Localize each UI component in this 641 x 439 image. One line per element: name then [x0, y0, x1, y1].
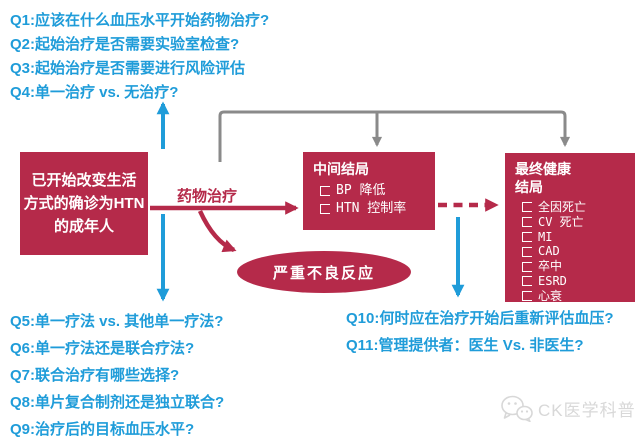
adverse-event-ellipse: 严重不良反应: [237, 251, 411, 293]
population-box-line1: 已开始改变生活: [31, 172, 137, 189]
outcome-item-label: HTN 控制率: [336, 201, 407, 216]
list-item: CV 死亡: [522, 215, 631, 230]
checkbox-icon: [320, 204, 330, 214]
list-item: BP 降低: [320, 182, 429, 200]
list-item: HTN 控制率: [320, 200, 429, 218]
outcome-item-label: CV 死亡: [538, 214, 584, 229]
outcome-item-label: 心衰: [538, 288, 563, 303]
final-outcomes-title-line1: 最终健康: [515, 161, 571, 177]
checkbox-icon: [522, 246, 532, 257]
checkbox-icon: [522, 202, 532, 213]
question-q9: Q9:治疗后的目标血压水平?: [10, 421, 195, 438]
final-health-outcomes-box: 最终健康 结局 全因死亡 CV 死亡 MI CAD 卒中: [505, 153, 635, 304]
list-item: ESRD: [522, 274, 631, 289]
final-outcomes-title: 最终健康 结局: [515, 160, 631, 196]
question-q7: Q7:联合治疗有哪些选择?: [10, 367, 180, 384]
list-item: 卒中: [522, 259, 631, 274]
population-box: 已开始改变生活 方式的确诊为HTN 的成年人: [20, 152, 148, 255]
checkbox-icon: [320, 186, 330, 196]
questions-bottom-right: Q10:何时应在治疗开始后重新评估血压? Q11:管理提供者：医生 Vs. 非医…: [346, 310, 614, 354]
final-outcomes-list: 全因死亡 CV 死亡 MI CAD 卒中 ESRD: [522, 200, 631, 304]
questions-bottom-left: Q5:单一疗法 vs. 其他单一疗法? Q6:单一疗法还是联合疗法? Q7:联合…: [10, 313, 224, 438]
question-q6: Q6:单一疗法还是联合疗法?: [10, 340, 195, 357]
checkbox-icon: [522, 231, 532, 242]
checkbox-icon: [522, 276, 532, 287]
watermark: CK医学科普: [500, 395, 636, 422]
questions-top-left: Q1:应该在什么血压水平开始药物治疗? Q2:起始治疗是否需要实验室检查? Q3…: [10, 12, 269, 101]
intermediate-outcomes-title: 中间结局: [313, 161, 369, 177]
list-item: MI: [522, 230, 631, 245]
population-box-line3: 的成年人: [53, 218, 114, 235]
list-item: 全因死亡: [522, 200, 631, 215]
outcome-item-label: CAD: [538, 244, 560, 259]
outcome-item-label: 全因死亡: [538, 200, 587, 214]
question-q10: Q10:何时应在治疗开始后重新评估血压?: [346, 310, 614, 327]
question-q4: Q4:单一治疗 vs. 无治疗?: [10, 84, 179, 101]
question-q1: Q1:应该在什么血压水平开始药物治疗?: [10, 12, 270, 29]
question-q2: Q2:起始治疗是否需要实验室检查?: [10, 36, 240, 53]
list-item: CAD: [522, 244, 631, 259]
final-outcomes-title-line2: 结局: [515, 179, 543, 195]
outcome-item-label: ESRD: [538, 273, 567, 288]
watermark-text: CK医学科普: [538, 401, 636, 420]
red-curved-arrow-to-adverse: [197, 210, 237, 253]
question-q8: Q8:单片复合制剂还是独立联合?: [10, 394, 225, 411]
intermediate-outcomes-list: BP 降低 HTN 控制率: [320, 182, 429, 218]
drug-therapy-label: 药物治疗: [177, 188, 238, 205]
population-box-line2: 方式的确诊为HTN: [23, 195, 145, 212]
checkbox-icon: [522, 261, 532, 272]
intermediate-outcomes-box: 中间结局 BP 降低 HTN 控制率: [303, 152, 435, 230]
outcome-item-label: MI: [538, 229, 553, 244]
checkbox-icon: [522, 291, 532, 302]
question-q5: Q5:单一疗法 vs. 其他单一疗法?: [10, 313, 224, 330]
question-q11: Q11:管理提供者：医生 Vs. 非医生?: [346, 337, 584, 354]
wechat-bubbles-icon: [501, 395, 533, 422]
list-item: 心衰: [522, 289, 631, 304]
outcome-item-label: BP 降低: [336, 183, 386, 198]
gray-connector-bracket: [218, 110, 571, 162]
question-q3: Q3:起始治疗是否需要进行风险评估: [10, 60, 246, 77]
outcome-item-label: 卒中: [538, 259, 563, 274]
checkbox-icon: [522, 217, 532, 228]
